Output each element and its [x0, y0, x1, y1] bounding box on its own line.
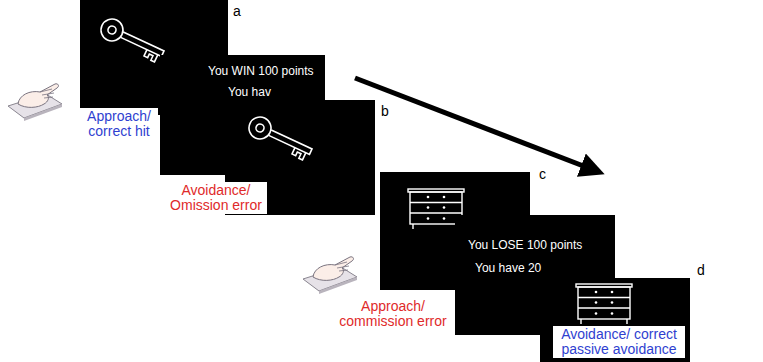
dresser-icon — [576, 284, 632, 324]
outcome-caption: Avoidance/ correct passive avoidance — [553, 326, 685, 358]
key-icon — [97, 15, 167, 63]
feedback-text: You LOSE 100 points — [468, 238, 582, 253]
label-holder: b — [379, 103, 391, 120]
outcome-caption: Avoidance/ Omission error — [165, 182, 267, 214]
feedback-screen: You WIN 100 pointsYou hav — [160, 55, 325, 175]
feedback-screen: You LOSE 100 pointsYou have 20 — [455, 215, 615, 335]
outcome-caption: Approach/ commission error — [333, 298, 453, 330]
label-holder: Approach/ commission error — [333, 298, 453, 330]
feedback-text: You hav — [228, 85, 271, 100]
label-holder: a — [231, 3, 243, 20]
label-holder: Avoidance/ correct passive avoidance — [553, 326, 685, 358]
hand-on-pad-icon — [303, 257, 357, 294]
label-holder: d — [695, 262, 707, 279]
panel-letter: a — [231, 3, 243, 20]
label-holder: c — [537, 166, 548, 183]
panel-letter: d — [695, 262, 707, 279]
label-holder: Avoidance/ Omission error — [165, 182, 267, 214]
outcome-caption: Approach/ correct hit — [80, 108, 158, 140]
feedback-text: You WIN 100 points — [208, 64, 314, 79]
sequence-arrow — [355, 78, 586, 167]
feedback-text: You have 20 — [475, 261, 541, 276]
label-holder: Approach/ correct hit — [80, 108, 158, 140]
key-icon — [245, 113, 315, 161]
panel-letter: b — [379, 103, 391, 120]
screen-d — [540, 278, 690, 362]
panel-letter: c — [537, 166, 548, 183]
hand-on-pad-icon — [8, 84, 62, 121]
